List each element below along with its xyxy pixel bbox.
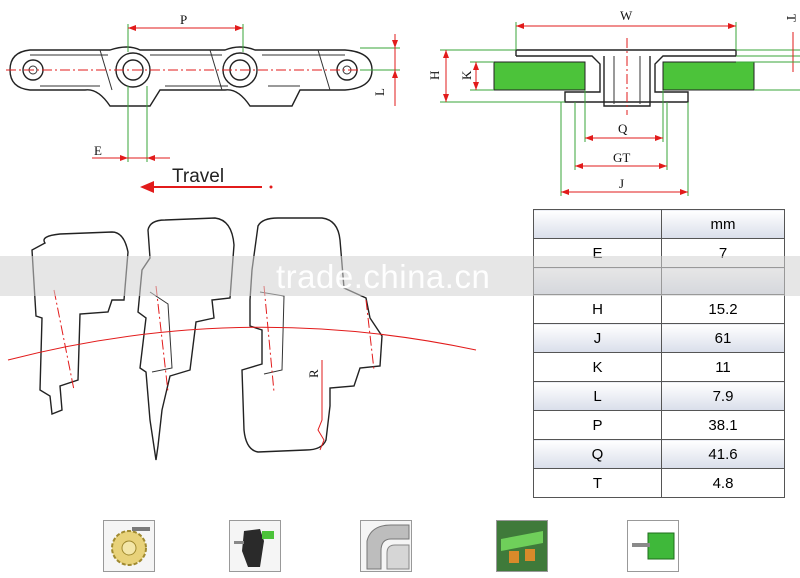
label-h: H [427, 71, 442, 80]
header-unit: mm [661, 209, 785, 239]
label-r: R [306, 369, 321, 378]
wear-strip-thumbnail[interactable] [496, 520, 548, 572]
guide-profile-thumbnail[interactable] [627, 520, 679, 572]
value-cell: 41.6 [661, 439, 785, 469]
sprocket-thumbnail[interactable] [103, 520, 155, 572]
label-t: T [784, 14, 799, 22]
curve-track-thumbnail[interactable] [360, 520, 412, 572]
watermark-text: trade.china.cn [276, 258, 491, 295]
chain-side-view [6, 24, 400, 193]
param-cell: Q [533, 439, 662, 469]
param-cell: J [533, 323, 662, 353]
table-row: L 7.9 [533, 381, 785, 411]
param-cell: K [533, 352, 662, 382]
sprocket-icon [111, 527, 150, 566]
header-cell [533, 209, 662, 239]
label-l: L [372, 88, 387, 96]
guide-profile-icon [628, 521, 678, 571]
table-header-row: mm [533, 209, 785, 239]
value-cell: 11 [661, 352, 785, 382]
label-p: P [180, 12, 187, 27]
table-row: J 61 [533, 323, 785, 353]
label-w: W [620, 8, 633, 23]
chain-curve-view [7, 217, 477, 461]
param-cell: L [533, 381, 662, 411]
label-q: Q [618, 121, 628, 136]
label-gt: GT [613, 150, 630, 165]
table-row: K 11 [533, 352, 785, 382]
value-cell: 7.9 [661, 381, 785, 411]
watermark-band [0, 256, 800, 296]
value-cell: 38.1 [661, 410, 785, 440]
curve-track-icon [366, 524, 410, 570]
table-row: T 4.8 [533, 468, 785, 498]
wear-strip-icon [497, 521, 547, 571]
param-cell: H [533, 294, 662, 324]
table-row: H 15.2 [533, 294, 785, 324]
table-row: Q 41.6 [533, 439, 785, 469]
chain-link-icon [234, 529, 274, 567]
label-e: E [94, 143, 102, 158]
param-cell: T [533, 468, 662, 498]
chain-side-thumbnail[interactable] [229, 520, 281, 572]
table-row: P 38.1 [533, 410, 785, 440]
chain-cross-section [440, 22, 800, 196]
param-cell: P [533, 410, 662, 440]
label-j: J [619, 176, 624, 191]
value-cell: 61 [661, 323, 785, 353]
spec-table: mm E 7 H 15.2 J 61 K 11 L 7.9 P 38.1 Q 4… [533, 209, 785, 498]
value-cell: 4.8 [661, 468, 785, 498]
label-k: K [459, 70, 474, 80]
value-cell: 15.2 [661, 294, 785, 324]
travel-label: Travel [172, 166, 224, 187]
